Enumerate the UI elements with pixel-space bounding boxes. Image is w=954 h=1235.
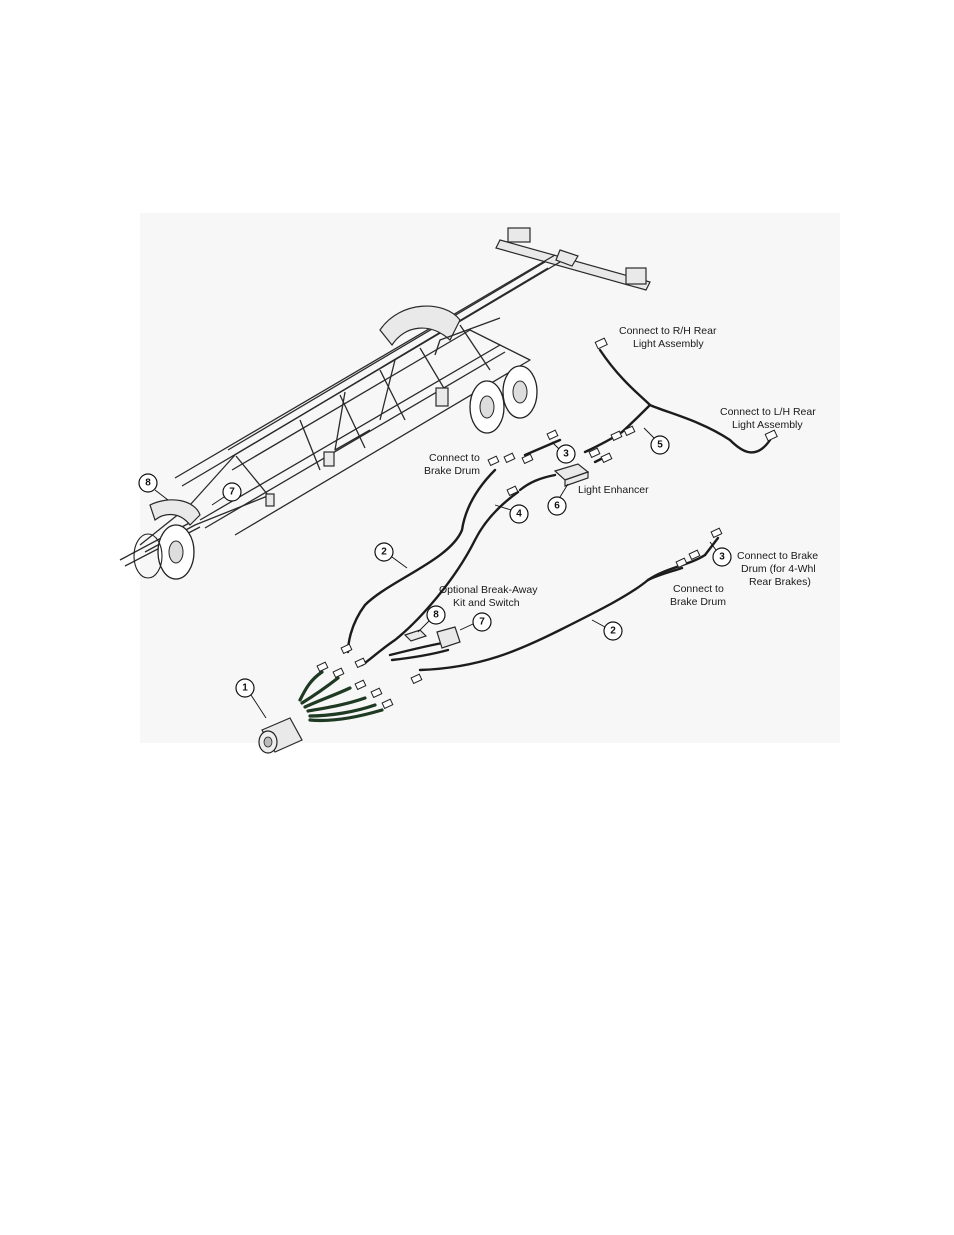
callout-number: 8 bbox=[145, 478, 151, 489]
label-brake-drum-upper: Connect to Brake Drum bbox=[424, 452, 483, 477]
label-light-enhancer: Light Enhancer bbox=[578, 484, 649, 496]
callout-number: 6 bbox=[554, 501, 560, 512]
callout-number: 1 bbox=[242, 683, 248, 694]
label-brake-drum-lower: Connect to Brake Drum bbox=[670, 583, 727, 608]
label-brake-drum-rear: Connect to Brake Drum (for 4-Whl Rear Br… bbox=[737, 550, 821, 588]
callout-number: 7 bbox=[229, 487, 235, 498]
callout-number: 2 bbox=[610, 626, 616, 637]
rear-light-right bbox=[626, 268, 646, 284]
callout-number: 8 bbox=[433, 610, 439, 621]
callout-number: 2 bbox=[381, 547, 387, 558]
callout-number: 4 bbox=[516, 509, 522, 520]
callout-number: 7 bbox=[479, 617, 485, 628]
callout-number: 5 bbox=[657, 440, 663, 451]
callout-number: 3 bbox=[719, 552, 725, 563]
rear-light-left bbox=[508, 228, 530, 242]
callout-number: 3 bbox=[563, 449, 569, 460]
